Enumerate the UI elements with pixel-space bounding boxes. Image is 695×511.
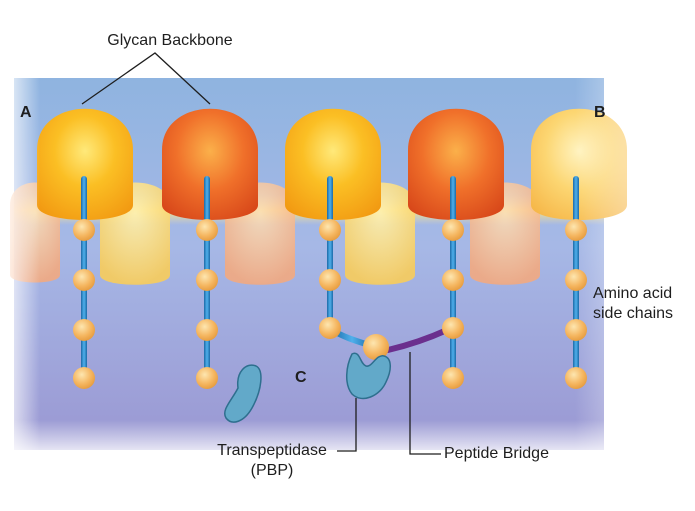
free-transpeptidase-enzyme [224, 364, 262, 423]
peptide-bridge-label: Peptide Bridge [444, 445, 549, 462]
left-fade [0, 60, 40, 460]
glycan-unit-4 [408, 108, 504, 220]
bound-transpeptidase-enzyme [346, 352, 391, 400]
transpeptidase-label-line2: (PBP) [250, 462, 294, 479]
site-label-c: C [295, 369, 307, 386]
amino-acid-label-line1: Amino acid [593, 285, 673, 302]
glycan-unit-2 [162, 108, 258, 220]
glycan-leader [81, 52, 211, 105]
peptide-bridge-leader [409, 352, 441, 455]
transpeptidase-label-line1: Transpeptidase [217, 442, 327, 459]
peptide-bridge-link [385, 327, 450, 353]
amino-acid-label-line2: side chains [593, 305, 674, 322]
glycan-unit-3 [285, 108, 381, 220]
corner-label-a: A [20, 104, 32, 121]
right-fade [575, 60, 695, 460]
amino-acid-beads [73, 219, 587, 389]
glycan-backbone-label: Glycan Backbone [107, 32, 233, 49]
bottom-fade [0, 420, 695, 460]
transpeptidase-leader [337, 398, 357, 452]
leader-lines [81, 52, 441, 455]
corner-label-b: B [594, 104, 606, 121]
glycan-unit-1 [37, 108, 133, 220]
